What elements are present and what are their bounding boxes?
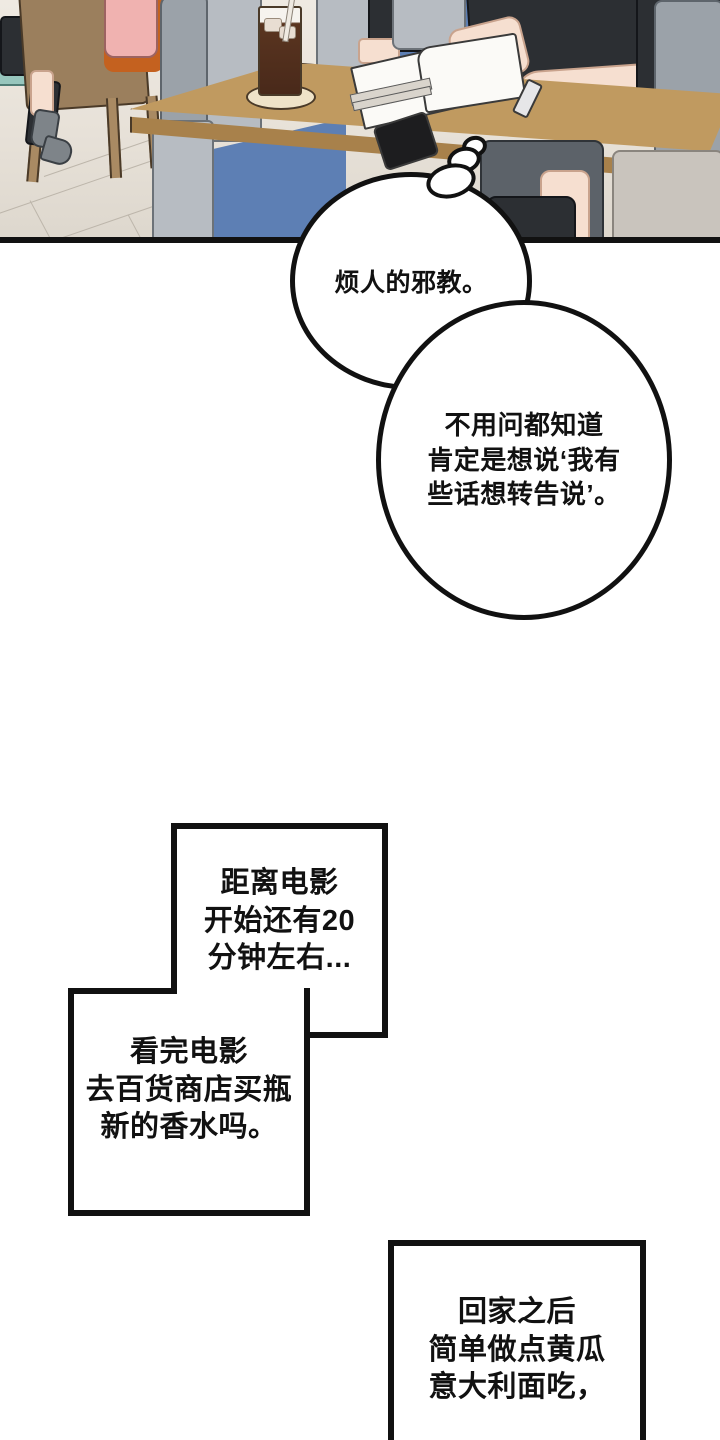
person-grey-coat-lower (152, 120, 214, 237)
caption-box-seam (177, 982, 304, 994)
caption-box-upper-text: 距离电影 开始还有20 分钟左右... (203, 867, 356, 975)
caption-box-bottom: 回家之后 简单做点黄瓜 意大利面吃， (388, 1240, 646, 1440)
thought-bubble-1-text: 烦人的邪教。 (334, 269, 488, 298)
person-grey-arm (392, 0, 466, 50)
background-floor-right (612, 150, 720, 237)
person-pink-shirt (104, 0, 158, 58)
caption-box-lower-text: 看完电影 去百货商店买瓶 新的香水吗。 (85, 1036, 293, 1144)
thought-bubble-2: 不用问都知道 肯定是想说‘我有 些话想转告说’。 (376, 300, 672, 620)
caption-box-bottom-text: 回家之后 简单做点黄瓜 意大利面吃， (428, 1296, 606, 1404)
thought-bubble-2-text: 不用问都知道 肯定是想说‘我有 些话想转告说’。 (427, 409, 621, 510)
caption-box-lower: 看完电影 去百货商店买瓶 新的香水吗。 (68, 988, 310, 1216)
ice-cube (264, 18, 282, 32)
